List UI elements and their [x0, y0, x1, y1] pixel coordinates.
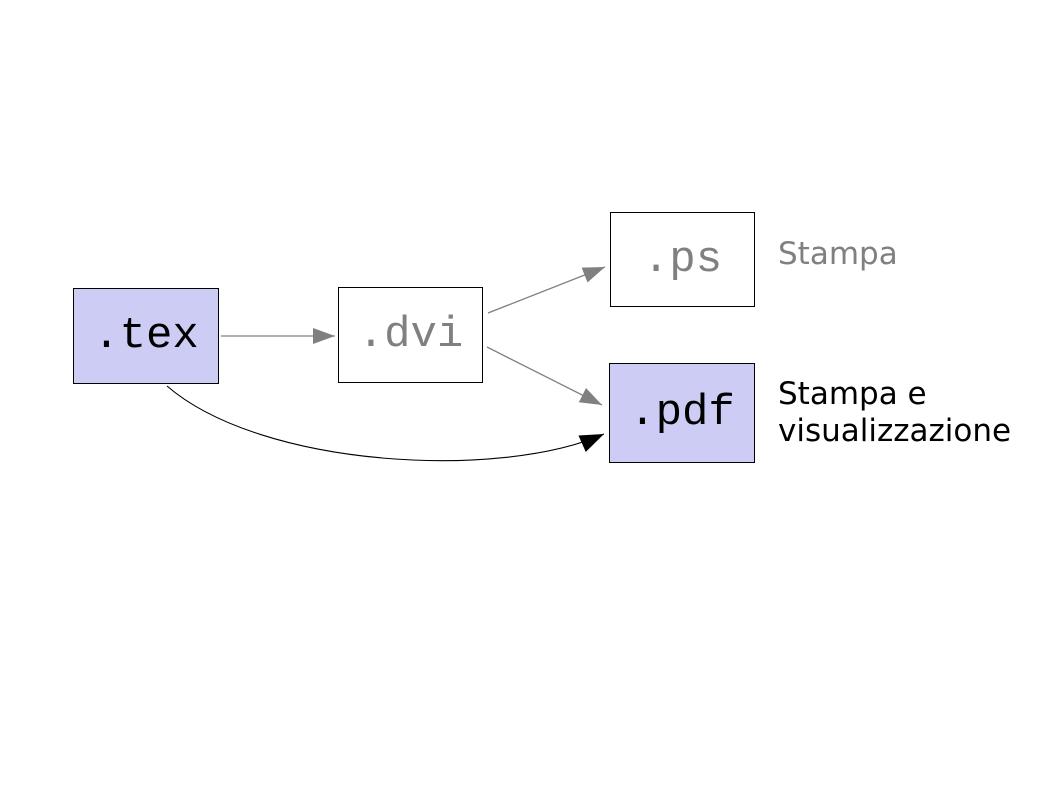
node-tex: .tex: [73, 288, 219, 384]
node-tex-label: .tex: [93, 311, 199, 361]
annotation-pdf-note-line2: visualizzazione: [778, 413, 1012, 449]
arrow-tex-to-pdf-curve: [166, 385, 605, 462]
arrow-dvi-to-ps: [487, 266, 606, 314]
annotation-ps-note: Stampa: [778, 236, 898, 273]
node-dvi: .dvi: [338, 287, 483, 383]
node-pdf: .pdf: [609, 363, 755, 463]
annotation-ps-note-text: Stampa: [778, 236, 898, 272]
node-ps: .ps: [610, 212, 755, 307]
node-dvi-label: .dvi: [357, 310, 464, 360]
annotation-pdf-note-line1: Stampa e: [778, 376, 927, 412]
node-ps-label: .ps: [642, 234, 723, 285]
node-pdf-label: .pdf: [629, 388, 735, 438]
arrow-dvi-to-pdf: [486, 346, 603, 406]
annotation-pdf-note: Stampa e visualizzazione: [778, 376, 1011, 450]
